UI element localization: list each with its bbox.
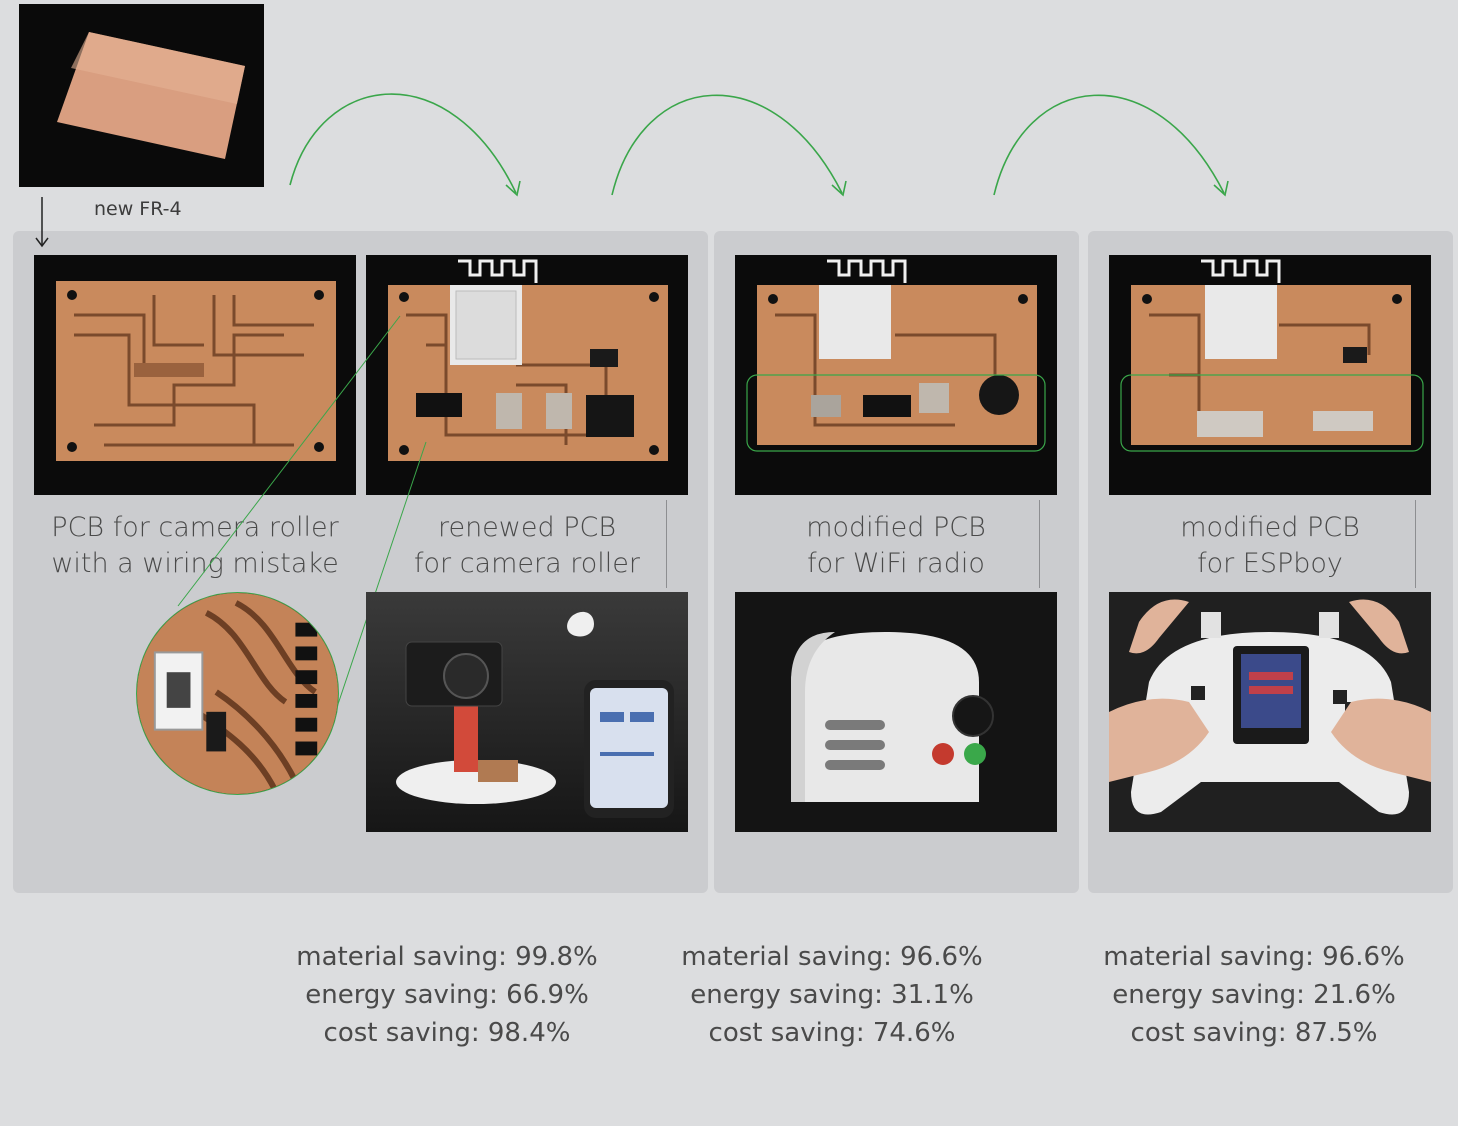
material-saving: material saving: 99.8% — [296, 942, 598, 972]
energy-saving: energy saving: 66.9% — [305, 980, 589, 1010]
down-arrow-icon — [35, 197, 49, 248]
zoomed-detail-photo — [136, 592, 339, 795]
caption-pcb-renewed: renewed PCB for camera roller — [414, 512, 640, 579]
pcb-camera-roller-renewed-photo — [366, 255, 688, 495]
reuse-arrow-icon — [289, 93, 521, 197]
caption-divider — [1039, 500, 1040, 588]
cost-saving: cost saving: 87.5% — [1130, 1018, 1378, 1048]
energy-saving: energy saving: 31.1% — [690, 980, 974, 1010]
caption-pcb-espboy: modified PCB for ESPboy — [1180, 512, 1360, 579]
material-saving: material saving: 96.6% — [1103, 942, 1405, 972]
caption-divider — [1415, 500, 1416, 588]
reuse-arrow-icon — [611, 94, 847, 197]
cost-saving: cost saving: 98.4% — [323, 1018, 571, 1048]
espboy-product-photo — [1109, 592, 1431, 832]
savings-wifi-radio: material saving: 96.6% energy saving: 31… — [632, 938, 1032, 1052]
savings-camera-roller: material saving: 99.8% energy saving: 66… — [247, 938, 647, 1052]
material-saving: material saving: 96.6% — [681, 942, 983, 972]
wifi-radio-product-photo — [735, 592, 1057, 832]
pcb-camera-roller-mistake-photo — [34, 255, 356, 495]
camera-roller-product-photo — [366, 592, 688, 832]
energy-saving: energy saving: 21.6% — [1112, 980, 1396, 1010]
cost-saving: cost saving: 74.6% — [708, 1018, 956, 1048]
caption-pcb-mistake: PCB for camera roller with a wiring mist… — [51, 512, 339, 579]
reuse-arrow-icon — [993, 94, 1229, 197]
pcb-wifi-radio-photo — [735, 255, 1057, 495]
caption-pcb-wifi-radio: modified PCB for WiFi radio — [806, 512, 986, 579]
pcb-espboy-photo — [1109, 255, 1431, 495]
fr4-label: new FR-4 — [94, 198, 182, 220]
fr4-board-photo — [19, 4, 264, 187]
savings-espboy: material saving: 96.6% energy saving: 21… — [1054, 938, 1454, 1052]
caption-divider — [666, 500, 667, 588]
